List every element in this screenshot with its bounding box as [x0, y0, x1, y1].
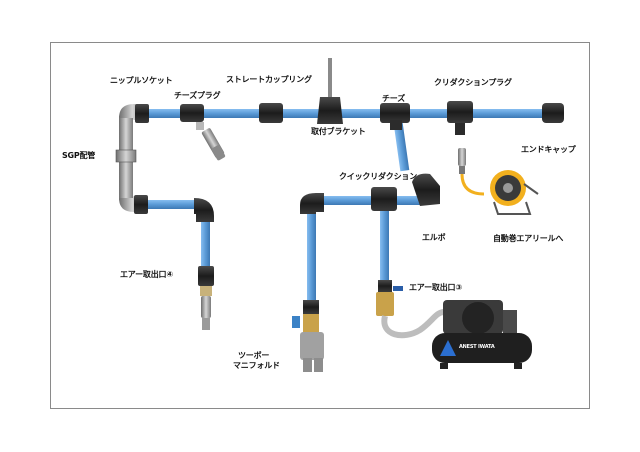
- pipe-drop-right: [380, 205, 389, 280]
- cheese-plug-fitting: [180, 104, 226, 161]
- label-cheese-plug: チーズプラグ: [174, 91, 221, 100]
- label-quick-reducer: クイックリダクション: [339, 172, 417, 181]
- mounting-bracket-fitting: [317, 58, 343, 124]
- pipe-branch-horizontal: [312, 196, 424, 205]
- end-cap-fitting: [542, 103, 564, 123]
- label-elbow: エルボ: [422, 233, 446, 242]
- straight-coupling-fitting: [259, 103, 283, 123]
- label-mounting-bracket: 取付ブラケット: [311, 127, 366, 136]
- label-air-outlet-4: エアー取出口④: [120, 270, 173, 279]
- nipple-socket-fitting: [135, 104, 149, 123]
- elbow-upper-fitting: [412, 173, 440, 206]
- label-straight-coupling: ストレートカップリング: [226, 75, 312, 84]
- pipe-lower-left: [146, 200, 210, 266]
- two-way-manifold-fitting: [292, 300, 324, 372]
- elbow-lower-fitting: [194, 198, 214, 222]
- label-two-way-manifold-line2: マニフォルド: [233, 361, 280, 370]
- label-sgp-pipe: SGP配管: [62, 151, 96, 160]
- label-auto-reel: 自動巻エアリールへ: [493, 234, 564, 243]
- diagram-frame: [50, 42, 590, 409]
- reducer-plug-fitting: [447, 101, 473, 174]
- compressor-brand-text: ANEST IWATA: [459, 344, 495, 350]
- pipe-drop-left: [307, 205, 316, 305]
- label-two-way-manifold-line1: ツーボー: [238, 351, 270, 360]
- elbow-left-fitting: [300, 193, 324, 214]
- auto-air-reel: [460, 170, 539, 215]
- flexible-hose: [381, 309, 445, 339]
- label-air-outlet-3: エアー取出口③: [409, 283, 462, 292]
- air-outlet-3-fitting: [376, 280, 403, 316]
- label-end-cap: エンドキャップ: [521, 145, 576, 154]
- label-reducer-plug: クリダクションプラグ: [434, 78, 512, 87]
- air-outlet-4-fitting: [198, 266, 214, 330]
- nipple-socket-lower-fitting: [134, 195, 148, 214]
- label-tees: チーズ: [382, 94, 405, 103]
- air-compressor: [432, 300, 532, 369]
- tees-fitting: [380, 103, 410, 130]
- label-nipple-socket: ニップルソケット: [110, 76, 173, 85]
- main-pipe-horizontal: [146, 109, 551, 118]
- quick-reducer-fitting: [371, 187, 397, 211]
